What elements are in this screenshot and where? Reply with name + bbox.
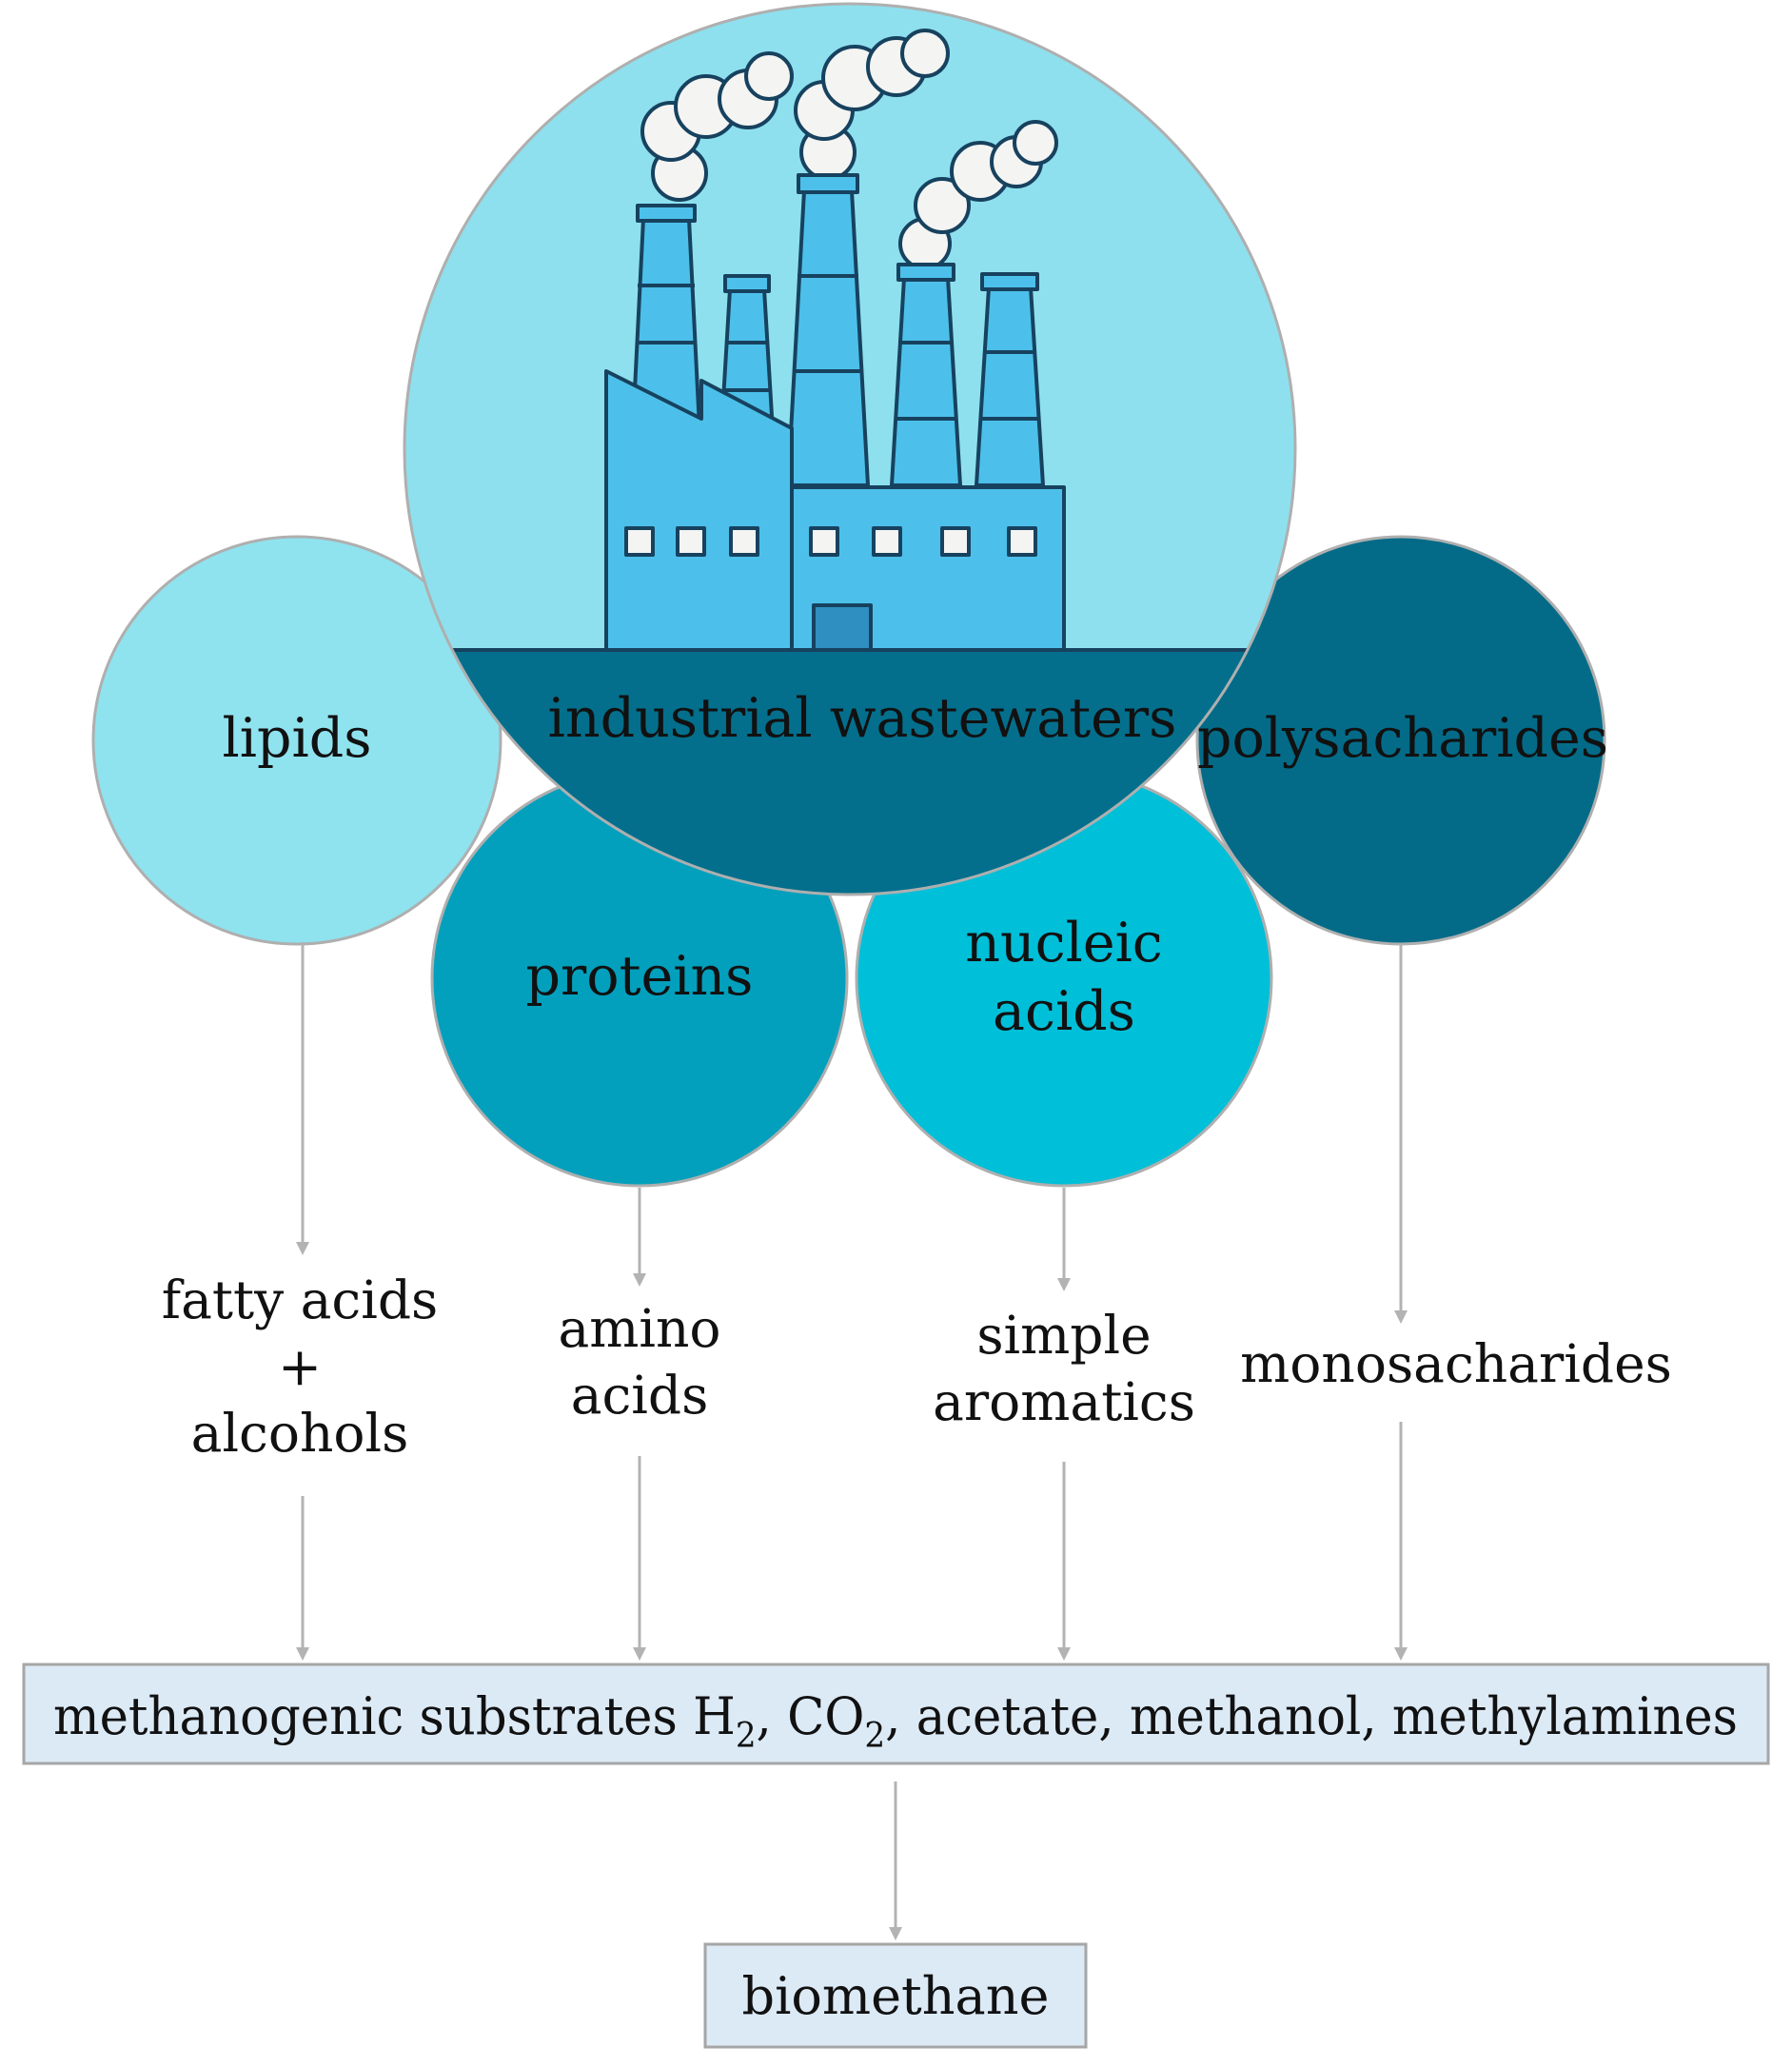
fatty-acids-alcohols-label: alcohols (191, 1403, 409, 1464)
methanogenic-substrates-label: methanogenic substrates H2, CO2, acetate… (53, 1686, 1738, 1756)
biomethane-box (703, 1942, 1088, 2049)
amino-acids-label: acids (571, 1365, 709, 1426)
methanogenic-substrates-box (22, 1663, 1770, 1765)
lipids-label: lipids (223, 707, 372, 770)
lipids-circle (91, 535, 502, 946)
biomethane-label: biomethane (742, 1966, 1050, 2026)
amino-acids-label: amino (558, 1298, 720, 1359)
nucleic-acids-label: acids (993, 980, 1135, 1043)
fatty-acids-alcohols-label: fatty acids (162, 1270, 439, 1330)
source-label: industrial wastewaters (548, 687, 1177, 750)
simple-aromatics-label: aromatics (933, 1371, 1195, 1432)
industrial-wastewaters-circle (403, 2, 1297, 896)
polysacharides-label: polysacharides (1197, 707, 1608, 770)
proteins-label: proteins (526, 945, 754, 1008)
nucleic-acids-label: nucleic (965, 912, 1162, 974)
simple-aromatics-label: simple (976, 1305, 1151, 1366)
factory-icon (604, 29, 1066, 652)
monosacharides-label: monosacharides (1240, 1333, 1672, 1394)
fatty-acids-alcohols-label: + (278, 1336, 322, 1397)
